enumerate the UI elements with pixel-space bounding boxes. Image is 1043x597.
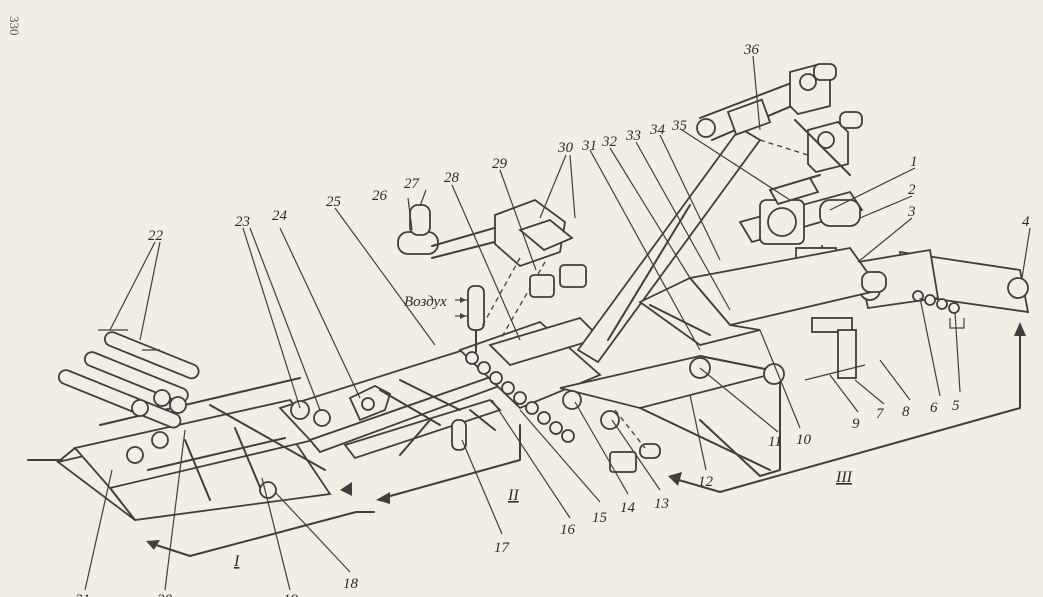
section-1-frame	[27, 377, 332, 521]
callout-19: 19	[283, 592, 299, 597]
callout-17: 17	[494, 540, 511, 556]
callout-18: 18	[343, 576, 359, 592]
callout-27: 27	[404, 176, 421, 192]
motor-assembly-26-30	[397, 198, 587, 341]
callout-7: 7	[876, 406, 885, 422]
callout-31: 31	[581, 138, 597, 154]
callout-28: 28	[444, 170, 460, 186]
page-number: 330	[7, 16, 22, 36]
flow-arrows	[146, 204, 1026, 557]
callout-29: 29	[492, 156, 508, 172]
air-cylinder: Воздух	[404, 285, 485, 353]
callout-12: 12	[698, 474, 714, 490]
callout-22: 22	[148, 228, 164, 244]
callout-33: 33	[625, 128, 641, 144]
callout-14: 14	[620, 500, 636, 516]
section-2-conveyor	[278, 347, 512, 460]
callout-24: 24	[272, 208, 288, 224]
callout-10: 10	[796, 432, 812, 448]
callout-6: 6	[930, 400, 938, 416]
section-label-1: I	[233, 553, 240, 570]
callout-20: 20	[157, 592, 173, 597]
callout-5: 5	[952, 398, 960, 414]
callout-26: 26	[372, 188, 388, 204]
callout-11: 11	[768, 434, 782, 450]
callout-32: 32	[601, 134, 618, 150]
callout-1: 1	[910, 154, 918, 170]
callout-3: 3	[907, 204, 916, 220]
callout-21: 21	[75, 592, 90, 597]
callout-25: 25	[326, 194, 342, 210]
callout-2: 2	[908, 182, 916, 198]
callout-16: 16	[560, 522, 576, 538]
callout-15: 15	[592, 510, 608, 526]
motors-36	[769, 62, 863, 191]
callout-23: 23	[235, 214, 250, 230]
callout-9: 9	[852, 416, 860, 432]
leader-lines	[84, 55, 1031, 591]
rolls-22	[57, 329, 200, 429]
callout-4: 4	[1022, 214, 1030, 230]
section-label-2: II	[507, 487, 519, 504]
callout-13: 13	[654, 496, 669, 512]
callout-36: 36	[743, 42, 760, 58]
callout-30: 30	[557, 140, 574, 156]
air-label: Воздух	[404, 294, 447, 310]
callout-34: 34	[649, 122, 666, 138]
callout-35: 35	[671, 118, 688, 134]
press-unit	[738, 176, 864, 281]
callouts: 1 2 3 4 5 6 7 8 9 10 11 12 13 14 15 16 1…	[75, 42, 1030, 597]
callout-8: 8	[902, 404, 910, 420]
section-label-3: III	[835, 469, 853, 486]
